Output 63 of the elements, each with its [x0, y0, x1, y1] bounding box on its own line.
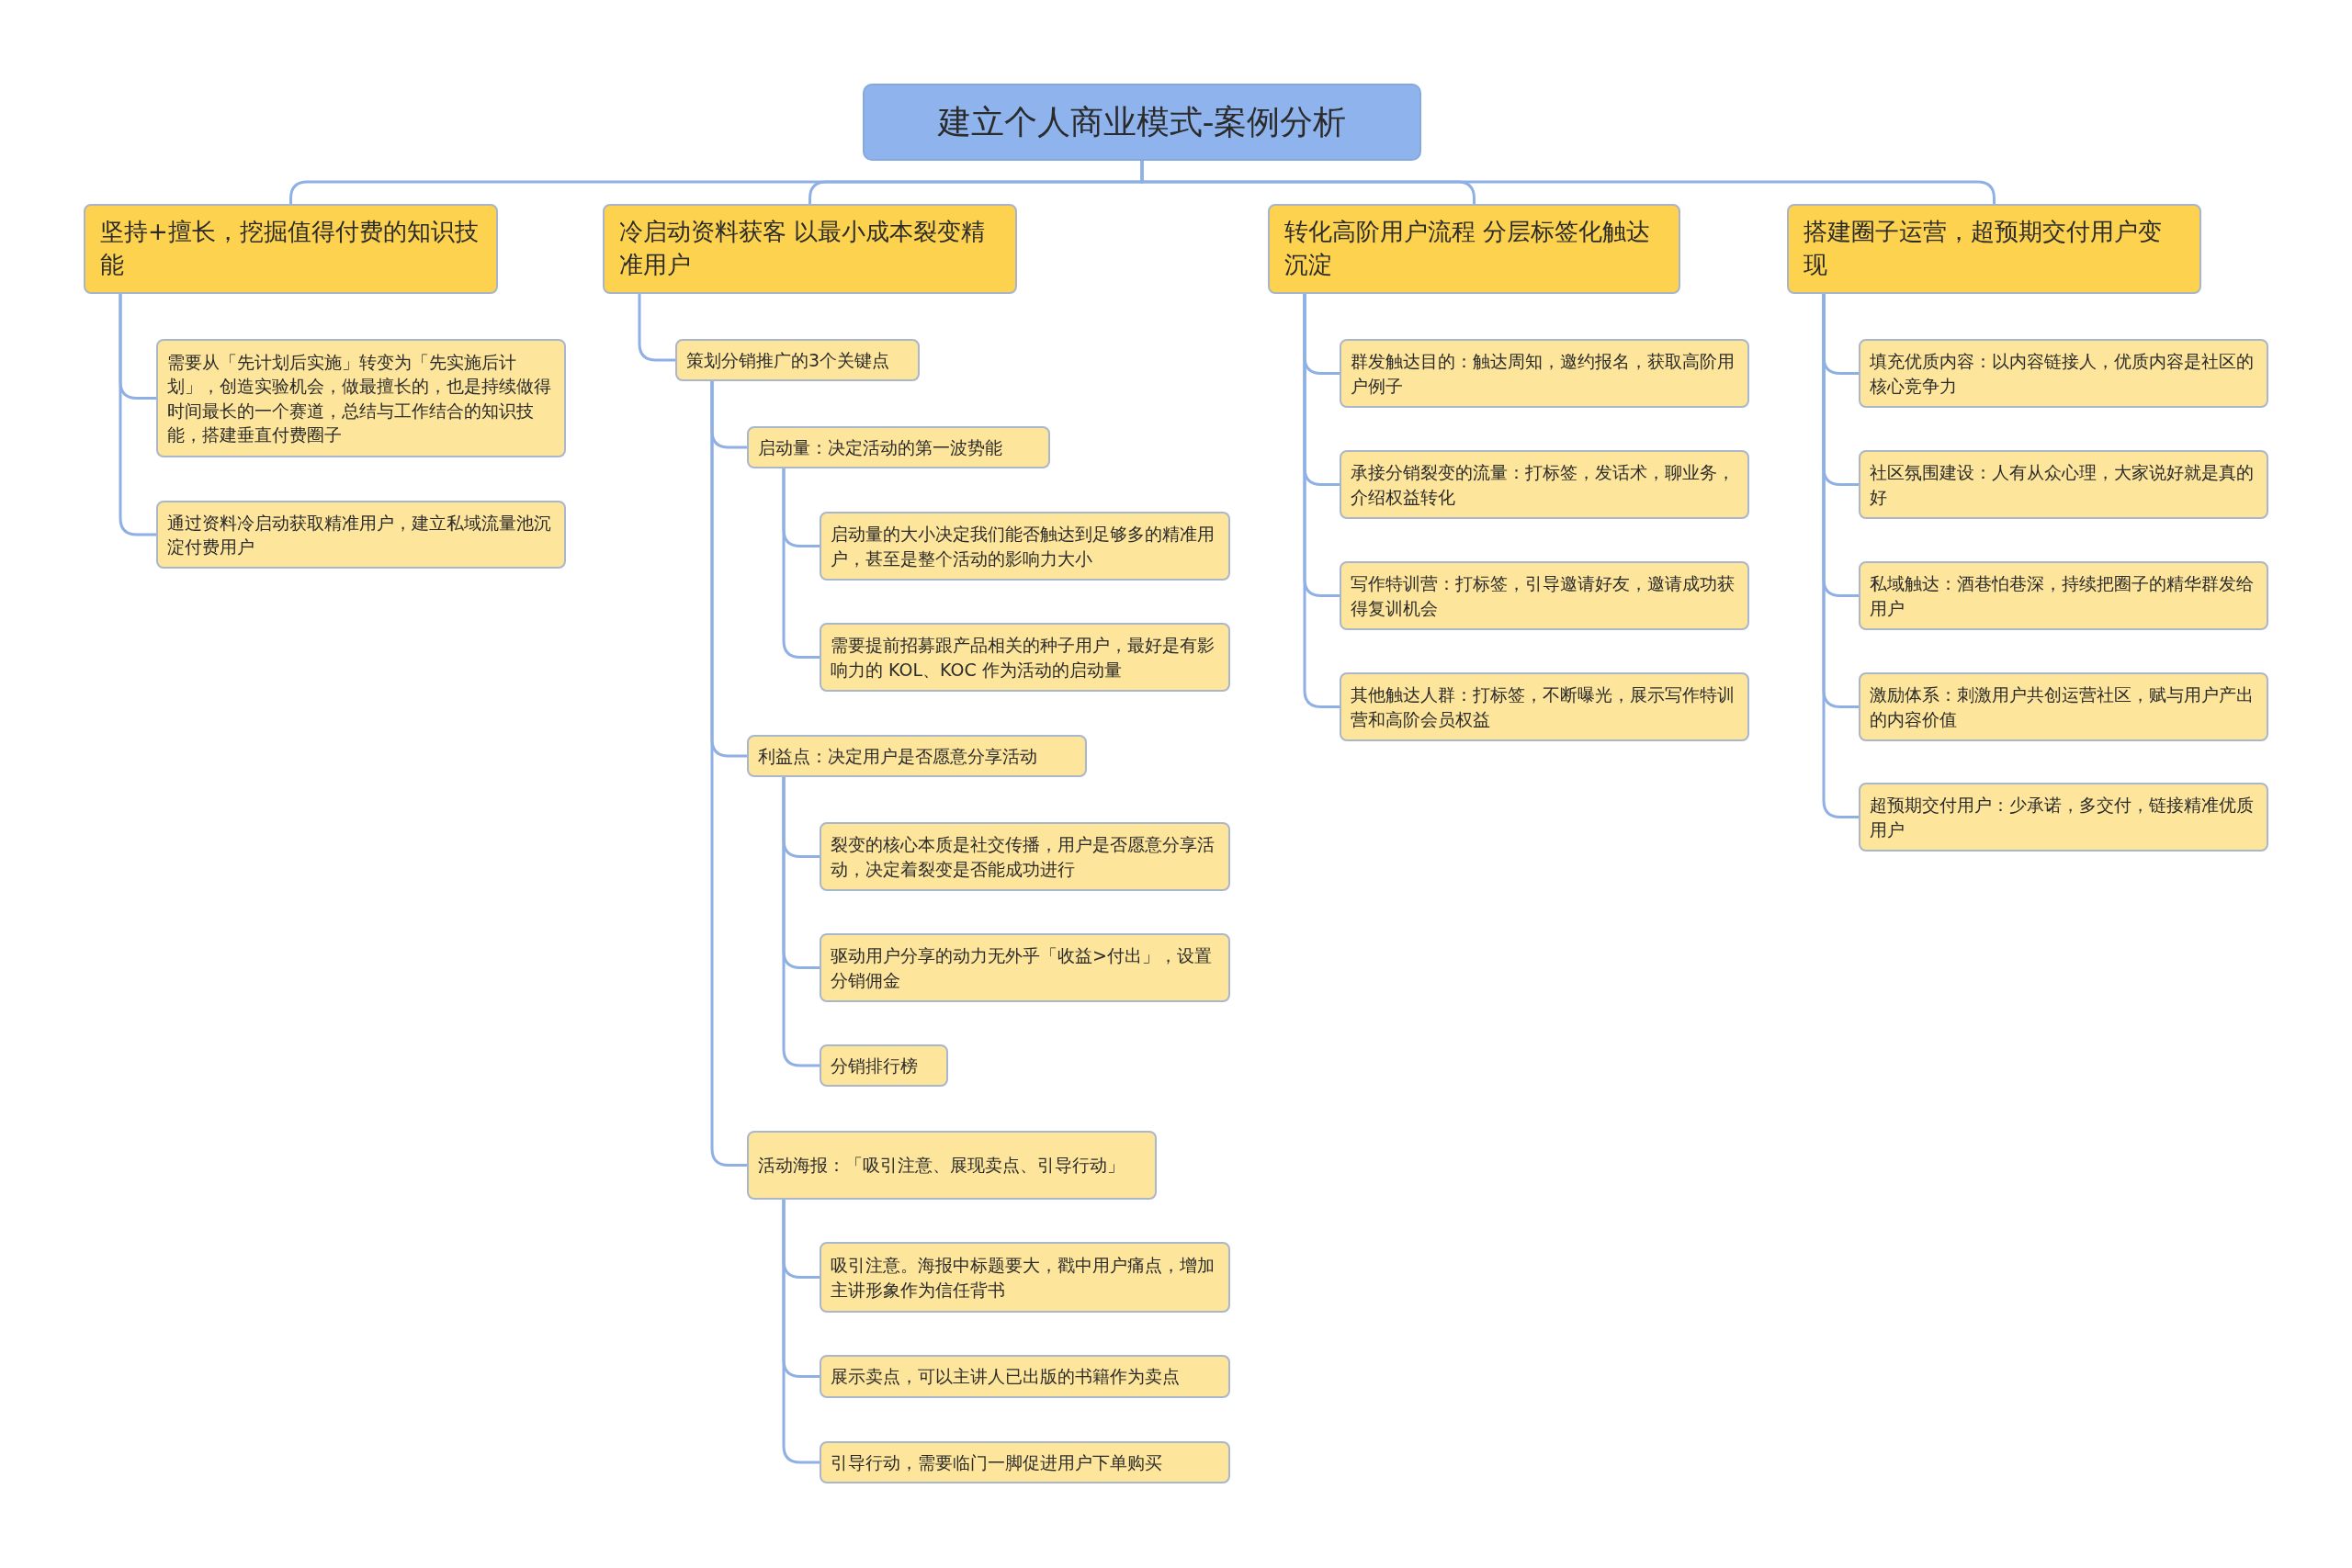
- connector-line: [638, 294, 675, 362]
- topic-text: 引导行动，需要临门一脚促进用户下单购买: [831, 1450, 1162, 1474]
- topic-text: 私域触达：酒巷怕巷深，持续把圈子的精华群发给用户: [1870, 572, 2255, 620]
- subtopic: [747, 735, 1087, 777]
- subtopic: [820, 1441, 1230, 1483]
- subtopic: [820, 1242, 1230, 1313]
- subtopic: [820, 933, 1230, 1002]
- connector-line: [119, 294, 156, 536]
- topic-text: 通过资料冷启动获取精准用户，建立私域流量池沉淀付费用户: [167, 511, 552, 558]
- topic-text: 需要提前招募跟产品相关的种子用户，最好是有影响力的 KOL、KOC 作为活动的启动量: [831, 634, 1216, 682]
- subtopic: [1859, 561, 2268, 630]
- topic-text: 其他触达人群：打标签，不断曝光，展示写作特训营和高阶会员权益: [1351, 683, 1736, 731]
- central-topic: [863, 84, 1421, 161]
- topic-text: 利益点：决定用户是否愿意分享活动: [758, 744, 1037, 768]
- subtopic: [1340, 672, 1749, 741]
- topic-text: 社区氛围建设：人有从众心理，大家说好就是真的好: [1870, 461, 2255, 509]
- subtopic: [820, 623, 1230, 692]
- main-topic: [1787, 204, 2201, 294]
- main-topic: [1268, 204, 1680, 294]
- subtopic: [156, 339, 566, 457]
- main-topic: [84, 204, 498, 294]
- topic-text: 策划分销推广的3个关键点: [686, 348, 890, 372]
- topic-text: 超预期交付用户：少承诺，多交付，链接精准优质用户: [1870, 794, 2255, 841]
- topic-text: 建立个人商业模式-案例分析: [937, 102, 1347, 143]
- topic-text: 需要从「先计划后实施」转变为「先实施后计划」，创造实验机会，做最擅长的，也是持续做得时间最长的一个赛道，总结与工作结合的知识技能，搭建垂直付费圈子: [167, 351, 552, 446]
- subtopic: [1859, 672, 2268, 741]
- topic-text: 展示卖点，可以主讲人已出版的书籍作为卖点: [831, 1365, 1180, 1389]
- topic-text: 启动量的大小决定我们能否触达到足够多的精准用户，甚至是整个活动的影响力大小: [831, 523, 1216, 570]
- topic-text: 分销排行榜: [831, 1054, 918, 1077]
- subtopic: [1340, 450, 1749, 519]
- topic-text: 搭建圈子运营，超预期交付用户变现: [1804, 217, 2163, 280]
- subtopic: [1859, 783, 2268, 852]
- topic-text: 承接分销裂变的流量：打标签，发话术，聊业务，介绍权益转化: [1351, 461, 1736, 509]
- topic-text: 坚持+擅长，挖掘值得付费的知识技能: [100, 217, 480, 280]
- subtopic: [675, 339, 920, 381]
- topic-text: 写作特训营：打标签，引导邀请好友，邀请成功获得复训机会: [1351, 572, 1736, 620]
- subtopic: [820, 822, 1230, 891]
- subtopic: [1859, 339, 2268, 408]
- topic-text: 转化高阶用户流程 分层标签化触达沉淀: [1284, 217, 1652, 280]
- topic-text: 填充优质内容：以内容链接人，优质内容是社区的核心竞争力: [1870, 350, 2255, 398]
- connector-line: [1303, 294, 1340, 708]
- topic-text: 活动海报：「吸引注意、展现卖点、引导行动」: [758, 1154, 1125, 1178]
- subtopic: [1340, 339, 1749, 408]
- topic-text: 群发触达目的：触达周知，邀约报名，获取高阶用户例子: [1351, 350, 1736, 398]
- subtopic: [820, 1044, 948, 1087]
- topic-text: 激励体系：刺激用户共创运营社区，赋与用户产出的内容价值: [1870, 683, 2255, 731]
- subtopic: [156, 501, 566, 569]
- topic-text: 裂变的核心本质是社交传播，用户是否愿意分享活动，决定着裂变是否能成功进行: [831, 833, 1216, 881]
- subtopic: [747, 1131, 1157, 1200]
- subtopic: [747, 426, 1050, 468]
- subtopic: [1859, 450, 2268, 519]
- topic-text: 启动量：决定活动的第一波势能: [758, 435, 1002, 459]
- subtopic: [1340, 561, 1749, 630]
- subtopic: [820, 512, 1230, 581]
- connector-line: [782, 777, 820, 1067]
- subtopic: [820, 1355, 1230, 1398]
- connector-line: [782, 468, 820, 659]
- connector-line: [710, 381, 747, 1167]
- topic-text: 冷启动资料获客 以最小成本裂变精准用户: [619, 217, 987, 280]
- topic-text: 吸引注意。海报中标题要大，戳中用户痛点，增加主讲形象作为信任背书: [831, 1254, 1216, 1302]
- connector-line: [782, 1200, 820, 1464]
- topic-text: 驱动用户分享的动力无外乎「收益>付出」，设置分销佣金: [831, 944, 1213, 992]
- main-topic: [603, 204, 1017, 294]
